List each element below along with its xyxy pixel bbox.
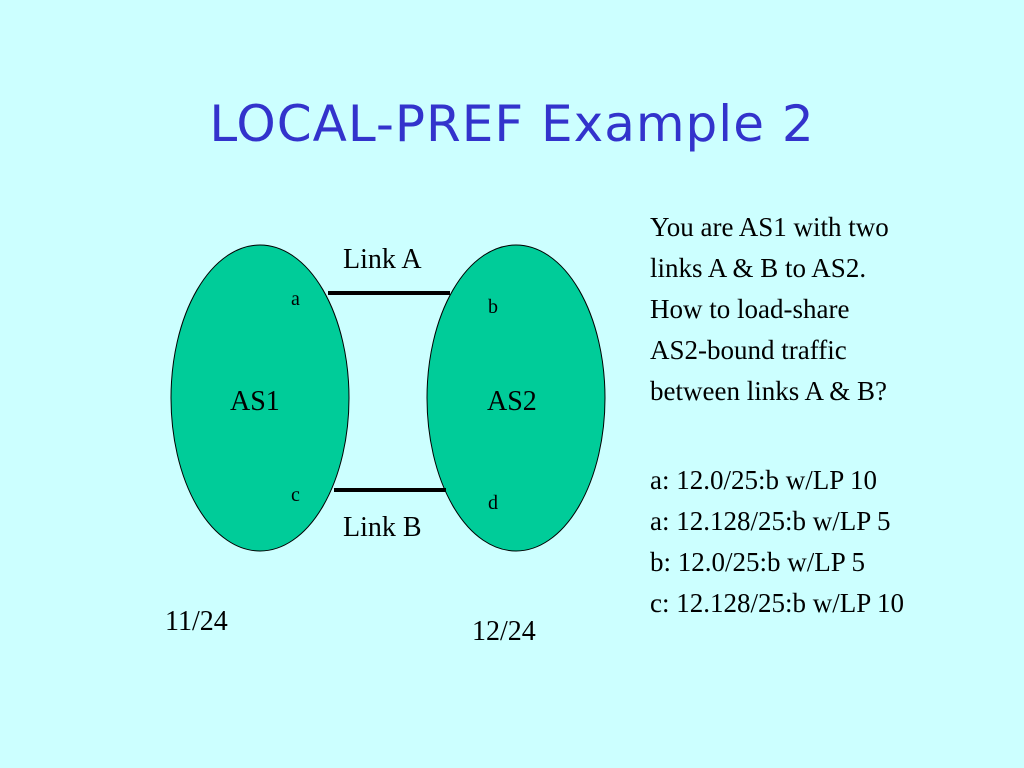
- link-a-label: Link A: [343, 244, 422, 275]
- as2-ellipse: [426, 244, 606, 552]
- as1-ellipse: [170, 244, 350, 552]
- route-line: a: 12.128/25:b w/LP 5: [650, 506, 891, 536]
- router-d-label: d: [488, 492, 498, 514]
- description-line: between links A & B?: [650, 376, 887, 406]
- as2-prefix-label: 12/24: [472, 616, 536, 647]
- link-b-label: Link B: [343, 512, 422, 543]
- description-line: How to load-share: [650, 294, 850, 324]
- slide-title: LOCAL-PREF Example 2: [209, 95, 815, 153]
- router-a-label: a: [291, 288, 300, 310]
- as2-label: AS2: [487, 386, 537, 417]
- description-line: links A & B to AS2.: [650, 253, 867, 283]
- route-line: b: 12.0/25:b w/LP 5: [650, 547, 866, 577]
- route-line: c: 12.128/25:b w/LP 10: [650, 588, 904, 618]
- description-line: You are AS1 with two: [650, 212, 889, 242]
- route-list: a: 12.0/25:b w/LP 10 a: 12.128/25:b w/LP…: [650, 460, 1010, 624]
- route-line: a: 12.0/25:b w/LP 10: [650, 465, 877, 495]
- router-b-label: b: [488, 296, 498, 318]
- bgp-diagram: Link A Link B a b c d AS1 AS2 11/24 12/2…: [165, 244, 606, 647]
- router-c-label: c: [291, 484, 300, 506]
- as1-prefix-label: 11/24: [165, 606, 228, 637]
- description-text: You are AS1 with two links A & B to AS2.…: [650, 207, 990, 412]
- description-line: AS2-bound traffic: [650, 335, 847, 365]
- as1-label: AS1: [230, 386, 280, 417]
